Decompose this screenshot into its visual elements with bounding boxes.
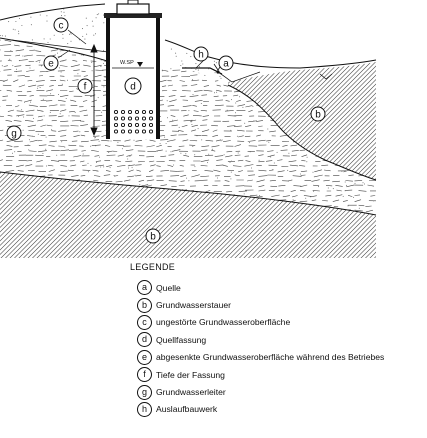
svg-text:b: b	[315, 110, 321, 121]
svg-text:c: c	[59, 21, 64, 32]
legend-text-d: Quellfassung	[156, 334, 207, 345]
label-g: g	[6, 125, 22, 141]
svg-text:e: e	[48, 59, 54, 70]
svg-text:d: d	[130, 82, 136, 93]
legend-key-f: f	[137, 367, 152, 383]
svg-text:b: b	[150, 232, 156, 243]
lowered-water-table-line	[11, 39, 109, 53]
label-e: e	[43, 55, 59, 71]
legend-key-d: d	[137, 332, 152, 348]
label-d: d	[124, 77, 142, 95]
svg-text:h: h	[198, 50, 204, 61]
legend-title: LEGENDE	[130, 262, 176, 272]
legend-item-a: a Quelle	[137, 279, 427, 296]
water-level-triangle	[137, 62, 143, 67]
ground-surface-line	[0, 3, 377, 69]
legend-text-c: ungestörte Grundwasseroberfläche	[156, 317, 291, 328]
legend-key-b: b	[137, 297, 152, 313]
legend: LEGENDE a Quelle b Grundwasserstauer c u…	[122, 262, 427, 418]
depth-arrow	[90, 43, 98, 137]
svg-text:g: g	[11, 129, 17, 140]
legend-text-h: Auslaufbauwerk	[156, 404, 218, 415]
legend-item-e: e abgesenkte Grundwasseroberfläche währe…	[137, 349, 427, 366]
label-b-right: b	[310, 106, 326, 122]
label-b-lower: b	[145, 228, 161, 244]
legend-item-f: f Tiefe der Fassung	[137, 366, 427, 383]
legend-key-a: a	[137, 280, 152, 296]
legend-text-e: abgesenkte Grundwasseroberfläche während…	[156, 352, 385, 363]
legend-key-h: h	[137, 401, 152, 417]
legend-item-h: h Auslaufbauwerk	[137, 401, 427, 418]
aquifer-base-line	[0, 171, 377, 216]
label-f: f	[77, 78, 93, 94]
spring-catchment-shaft: W.SP	[104, 0, 162, 139]
spring-outflow-line	[209, 67, 261, 83]
legend-key-g: g	[137, 384, 152, 400]
legend-item-c: c ungestörte Grundwasseroberfläche	[137, 314, 427, 331]
label-c: c	[53, 17, 69, 33]
legend-text-f: Tiefe der Fassung	[156, 369, 225, 380]
legend-item-b: b Grundwasserstauer	[137, 296, 427, 313]
legend-text-b: Grundwasserstauer	[156, 300, 231, 311]
label-h: h	[193, 46, 209, 62]
legend-text-g: Grundwasserleiter	[156, 387, 226, 398]
impermeable-contact-line	[227, 84, 377, 181]
svg-text:a: a	[223, 59, 229, 70]
label-a: a	[218, 55, 234, 71]
legend-text-a: Quelle	[156, 282, 181, 293]
legend-key-e: e	[137, 349, 152, 365]
legend-item-d: d Quellfassung	[137, 331, 427, 348]
svg-text:f: f	[84, 82, 87, 93]
screen-openings	[113, 109, 154, 134]
legend-item-g: g Grundwasserleiter	[137, 383, 427, 400]
spring-channel-mark	[319, 73, 333, 80]
water-level-marker: W.SP	[120, 60, 134, 66]
legend-key-c: c	[137, 314, 152, 330]
